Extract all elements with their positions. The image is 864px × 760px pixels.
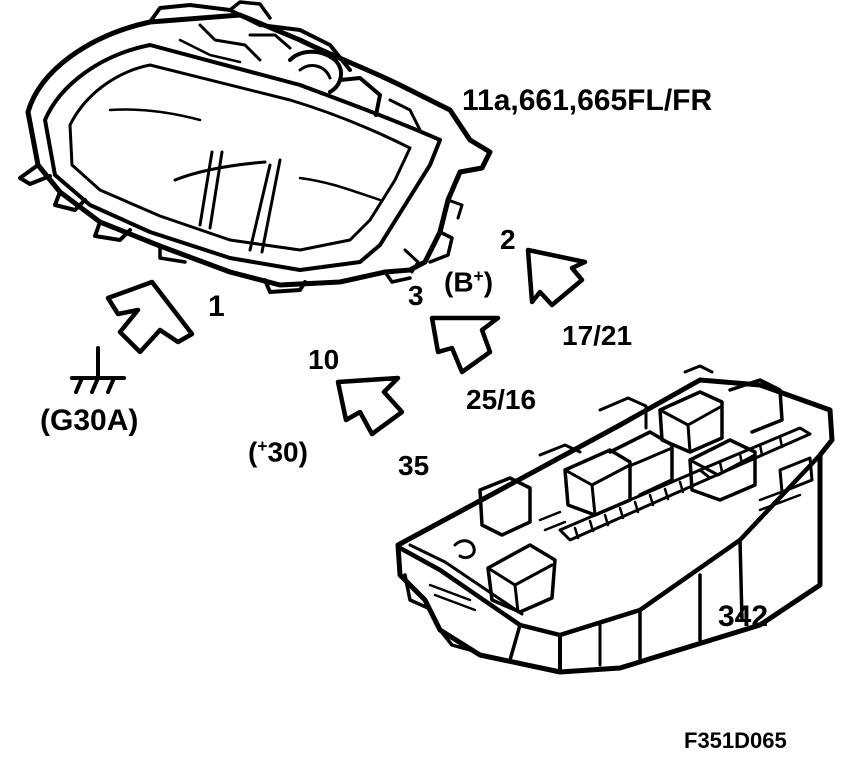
b-plus-close: ): [483, 266, 494, 298]
pin-17-21-label: 17/21: [562, 320, 633, 351]
arrow-2: [525, 247, 588, 308]
plus-30-label: (+30): [248, 436, 308, 468]
ground-close: ): [128, 404, 139, 437]
ground-label: (G30A): [40, 406, 138, 436]
callout-1-label: 1: [208, 290, 225, 323]
plus-30-open: (: [248, 436, 258, 468]
relay-box-reference-label: 342: [718, 600, 769, 633]
b-plus-open: (B: [444, 266, 474, 298]
callout-3-label: 3: [408, 280, 424, 311]
plus-30-rest: 30): [267, 436, 308, 468]
ground-open: (G30A: [40, 404, 129, 437]
arrow-10: [335, 375, 405, 437]
pin-35-label: 35: [398, 450, 430, 481]
headlamp-drawing: [18, 0, 493, 294]
b-plus-label: (B+): [444, 266, 494, 298]
ground-symbol: [70, 346, 126, 394]
figure-code-label: F351D065: [684, 728, 787, 753]
callout-10-label: 10: [308, 344, 340, 375]
arrow-3: [429, 315, 501, 375]
arrow-1: [105, 279, 195, 355]
relay-box-drawing: [395, 364, 835, 675]
callout-2-label: 2: [500, 224, 516, 255]
plus-30-sup: +: [257, 436, 268, 456]
pin-25-16-label: 25/16: [466, 384, 537, 415]
headlamp-reference-label: 11a,661,665FL/FR: [462, 84, 713, 117]
b-plus-sup: +: [473, 266, 484, 286]
